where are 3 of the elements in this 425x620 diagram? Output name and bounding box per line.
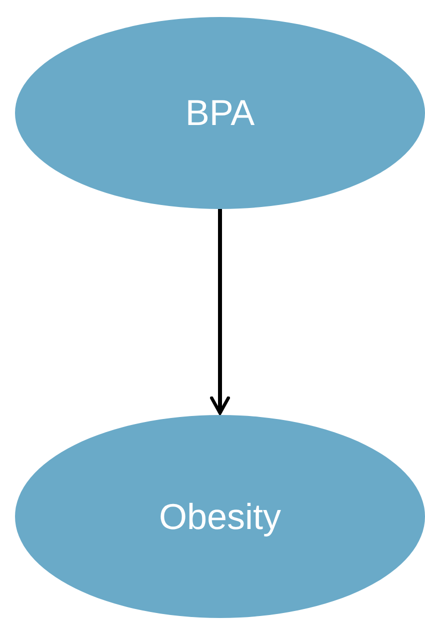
node-label: Obesity <box>158 496 282 538</box>
node-label: BPA <box>185 92 255 134</box>
arrow <box>210 209 230 415</box>
